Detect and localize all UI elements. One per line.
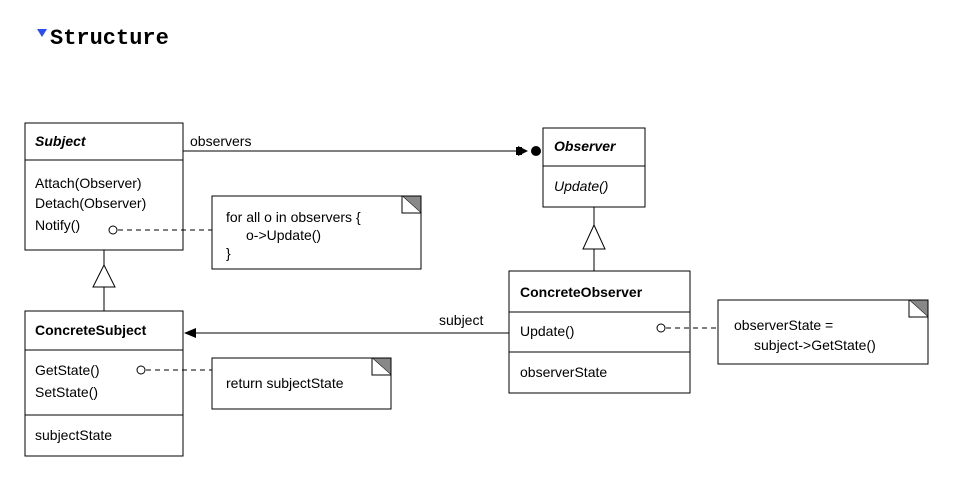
subject-association: subject — [184, 312, 509, 338]
notify-note-line-1: for all o in observers { — [226, 209, 361, 225]
concrete-observer-operation-update: Update() — [520, 323, 574, 339]
update-note-line-2: subject->GetState() — [754, 337, 876, 353]
getstate-note: return subjectState — [136, 357, 392, 410]
concrete-subject-class: ConcreteSubject GetState() SetState() su… — [24, 310, 184, 457]
subject-role-label: subject — [439, 312, 483, 328]
subject-operation-attach: Attach(Observer) — [35, 175, 142, 191]
concrete-subject-attribute: subjectState — [35, 427, 112, 443]
concrete-subject-class-name: ConcreteSubject — [35, 322, 147, 338]
section-heading: Structure — [37, 26, 169, 52]
observers-role-label: observers — [190, 133, 251, 149]
notify-note-line-2: o->Update() — [246, 227, 321, 243]
observer-class-name: Observer — [554, 138, 617, 154]
observer-class: Observer Update() — [542, 127, 646, 208]
subject-inheritance — [92, 250, 116, 311]
subject-arrowhead-icon — [184, 328, 196, 338]
subject-operation-detach: Detach(Observer) — [35, 195, 146, 211]
notify-note-line-3: } — [226, 245, 231, 261]
update-note-line-1: observerState = — [734, 317, 833, 333]
concrete-subject-operation-getstate: GetState() — [35, 362, 100, 378]
subject-class: Subject Attach(Observer) Detach(Observer… — [24, 122, 184, 251]
inheritance-triangle-icon — [582, 223, 606, 250]
observers-association: observers — [183, 133, 541, 156]
update-note: observerState = subject->GetState() — [656, 299, 929, 365]
getstate-note-text: return subjectState — [226, 375, 344, 391]
subject-operation-notify: Notify() — [35, 217, 80, 233]
inheritance-triangle-icon — [92, 263, 116, 288]
observer-inheritance — [582, 207, 606, 271]
concrete-observer-class-name: ConcreteObserver — [520, 284, 643, 300]
concrete-subject-operation-setstate: SetState() — [35, 384, 98, 400]
concrete-observer-attribute: observerState — [520, 364, 607, 380]
many-multiplicity-dot-icon — [531, 146, 541, 156]
notify-note: for all o in observers { o->Update() } — [108, 195, 422, 270]
collapse-triangle-icon[interactable] — [37, 29, 47, 37]
subject-class-name: Subject — [35, 133, 87, 149]
observer-operation-update: Update() — [554, 178, 608, 194]
heading-title: Structure — [50, 26, 169, 51]
